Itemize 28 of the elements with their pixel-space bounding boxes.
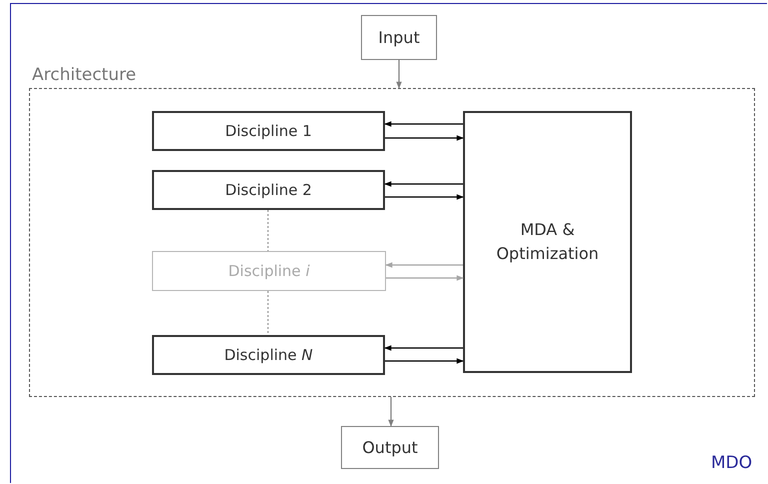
arrow — [396, 60, 402, 89]
arrow — [385, 262, 463, 268]
arrow — [385, 135, 464, 141]
node-label: Discipline i — [228, 260, 310, 282]
discipline-box — [152, 111, 385, 151]
arrow — [384, 181, 463, 187]
node-label: Discipline 1 — [225, 120, 312, 142]
discipline-box — [152, 170, 385, 210]
process-box — [463, 111, 632, 373]
io-box — [341, 426, 439, 469]
arrow — [385, 194, 464, 200]
discipline-box — [152, 251, 386, 291]
node-label: Discipline N — [224, 344, 313, 366]
node-label: Input — [378, 26, 420, 48]
arrow — [385, 358, 464, 364]
dotted-line — [267, 291, 269, 335]
node-label: Discipline 2 — [225, 180, 312, 201]
dotted-line — [267, 210, 269, 251]
arrow — [388, 397, 394, 427]
arrow — [384, 345, 463, 351]
group-heading: Architecture — [32, 64, 136, 87]
arrow — [386, 275, 464, 281]
discipline-box — [152, 335, 385, 375]
node-label: Output — [362, 436, 418, 458]
arrow — [384, 121, 463, 127]
node-label: MDA & Optimization — [495, 219, 600, 265]
io-box — [361, 15, 437, 60]
corner-label: MDO — [711, 453, 752, 473]
